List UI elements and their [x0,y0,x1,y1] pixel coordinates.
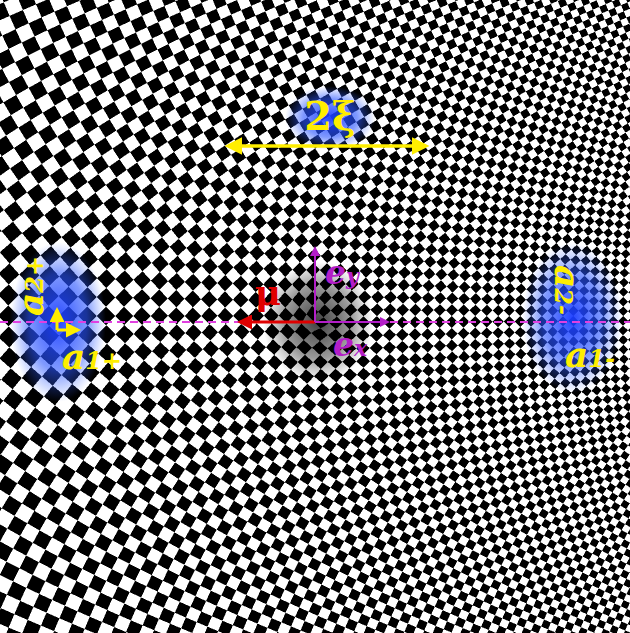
width-arrow [228,144,426,148]
dashed-axis [0,321,630,323]
lattice-vector-arrow [57,329,78,332]
lattice-vector-label: a1- [565,336,615,372]
label-holder: a2- [550,265,586,315]
burgers-arrow [240,321,315,324]
lattice-vector-label: a1+ [62,338,122,374]
label-holder: a2+ [12,256,48,316]
label-holder: ey [325,256,359,289]
label-holder: ex [333,328,367,361]
label-holder: 2ξ [304,96,356,136]
lattice-vector-label: a2+ [12,256,48,316]
glow-spot [285,86,375,150]
basis-arrow [314,248,316,322]
glow-spot [522,243,622,393]
basis-label: ex [333,328,367,361]
label-holder: μ [255,274,281,310]
lattice-vector-label: a2- [550,265,586,315]
lattice-vector-arrow [56,310,59,330]
burgers-label: μ [255,274,281,310]
basis-label: ey [325,256,359,289]
basis-arrow [315,321,388,323]
label-holder: a1- [565,336,615,372]
label-holder: a1+ [62,338,122,374]
width-label: 2ξ [304,96,356,136]
